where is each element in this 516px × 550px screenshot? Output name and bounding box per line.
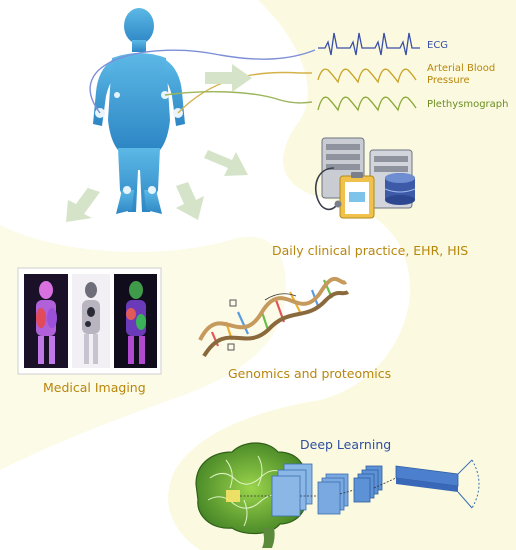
database-icon xyxy=(384,173,416,205)
conv-layer-2 xyxy=(317,473,349,515)
output-layer xyxy=(457,459,480,509)
pleth-label: Plethysmograph xyxy=(427,99,509,110)
medical-imaging-label: Medical Imaging xyxy=(43,380,146,395)
human-body-figure xyxy=(93,8,185,214)
network-connections xyxy=(240,477,397,497)
arrow-to-signals xyxy=(205,64,252,92)
genomics-label: Genomics and proteomics xyxy=(228,366,392,381)
ecg-label: ECG xyxy=(427,40,449,51)
arrow-to-imaging xyxy=(66,182,100,222)
clipboard-icon xyxy=(339,172,375,219)
arrow-to-genomics xyxy=(176,182,204,220)
clinical-ehr-illustration xyxy=(314,137,416,219)
fused-scan-image xyxy=(126,281,146,364)
abp-label: Arterial Blood Pressure xyxy=(427,63,495,87)
dna-helix-illustration xyxy=(198,276,350,358)
abp-signal xyxy=(317,68,417,84)
deep-learning-label: Deep Learning xyxy=(300,437,392,452)
dense-layer xyxy=(395,465,459,492)
stethoscope-icon xyxy=(314,167,342,211)
abp-label-line1: Arterial Blood xyxy=(427,63,496,74)
ecg-signal xyxy=(318,32,420,56)
arrow-to-clinical xyxy=(204,150,248,176)
conv-layer-3 xyxy=(353,465,383,503)
pleth-signal xyxy=(317,96,417,112)
flow-arrows xyxy=(66,64,252,222)
pet-scan-image xyxy=(82,282,100,364)
neural-network-diagram xyxy=(240,459,480,517)
abp-label-line2: Pressure xyxy=(427,75,470,86)
clinical-practice-label: Daily clinical practice, EHR, HIS xyxy=(272,243,469,258)
conv-layer-1 xyxy=(271,463,313,517)
medical-imaging-panel xyxy=(17,267,162,375)
ct-scan-image-1 xyxy=(36,281,57,364)
